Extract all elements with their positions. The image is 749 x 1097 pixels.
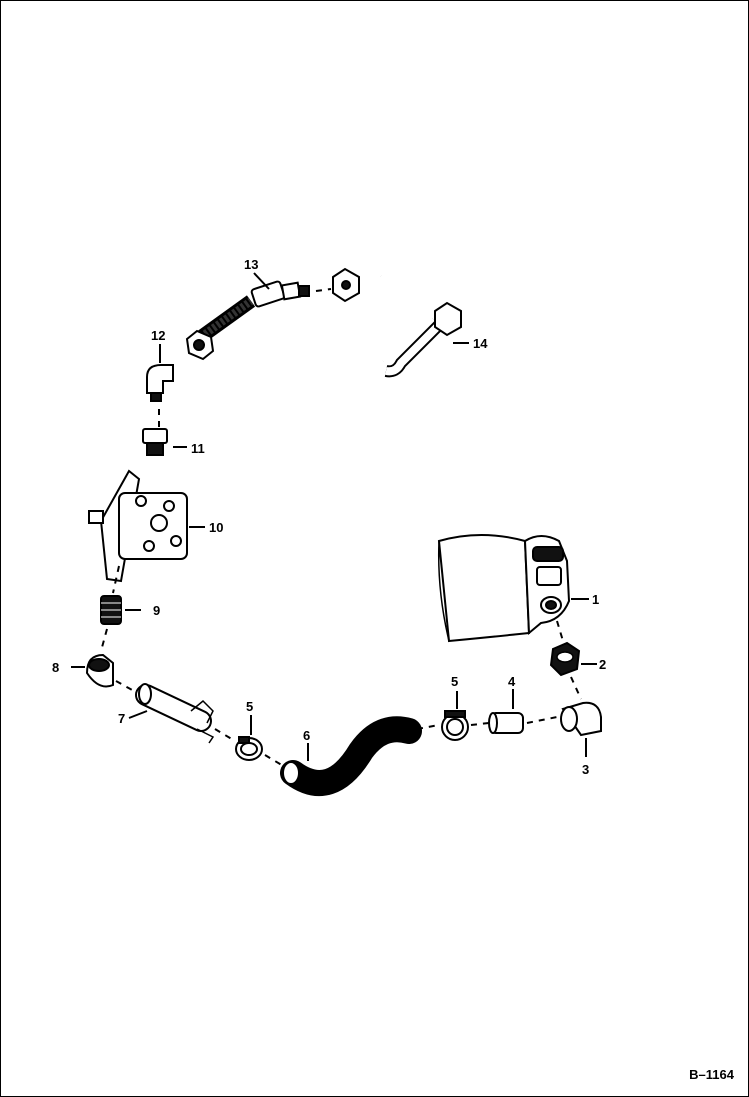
dash-10-9 [112,565,120,594]
callout-4: 4 [508,674,516,689]
figure-reference: B–1164 [689,1067,735,1082]
part-7-tube [135,683,215,744]
dash-7-5 [214,728,236,742]
callout-2: 2 [599,657,606,672]
callout-1: 1 [592,592,599,607]
part-13-hose-assembly [185,280,310,361]
dash-9-8 [100,628,108,652]
dash-5-4 [470,722,490,726]
part-2-adapter [549,641,581,677]
callout-5-right: 5 [451,674,458,689]
dash-4-3 [526,716,558,724]
dash-3-2 [570,676,582,700]
callout-13: 13 [244,257,258,272]
callout-3: 3 [582,762,589,777]
callout-10: 10 [209,520,223,535]
part-5-clamp-right [441,710,469,741]
part-10-hydraulic-pump [88,469,188,583]
callout-12: 12 [151,328,165,343]
callout-9: 9 [153,603,160,618]
part-5-clamp-left [235,736,263,761]
part-4-nipple [488,712,524,734]
dash-8-7 [115,680,142,696]
part-8-elbow [85,653,114,688]
callout-6: 6 [303,728,310,743]
part-12-elbow [146,364,174,402]
part-14-steel-tube [332,264,462,378]
callout-7: 7 [118,711,125,726]
part-3-elbow [560,701,602,737]
leader-7 [128,710,148,719]
callout-8: 8 [52,660,59,675]
dash-1-2 [556,620,564,642]
leader-13 [253,272,270,290]
dash-13-14 [315,288,332,292]
dash-6-5 [416,724,440,730]
callout-5-left: 5 [246,699,253,714]
part-9-nipple [100,595,122,625]
part-6-hose [280,716,422,796]
dash-5-6 [264,754,286,768]
callout-11: 11 [191,441,205,456]
part-11-adapter [142,428,168,456]
callout-14: 14 [473,336,488,351]
part-1-filter-assembly [437,534,571,643]
